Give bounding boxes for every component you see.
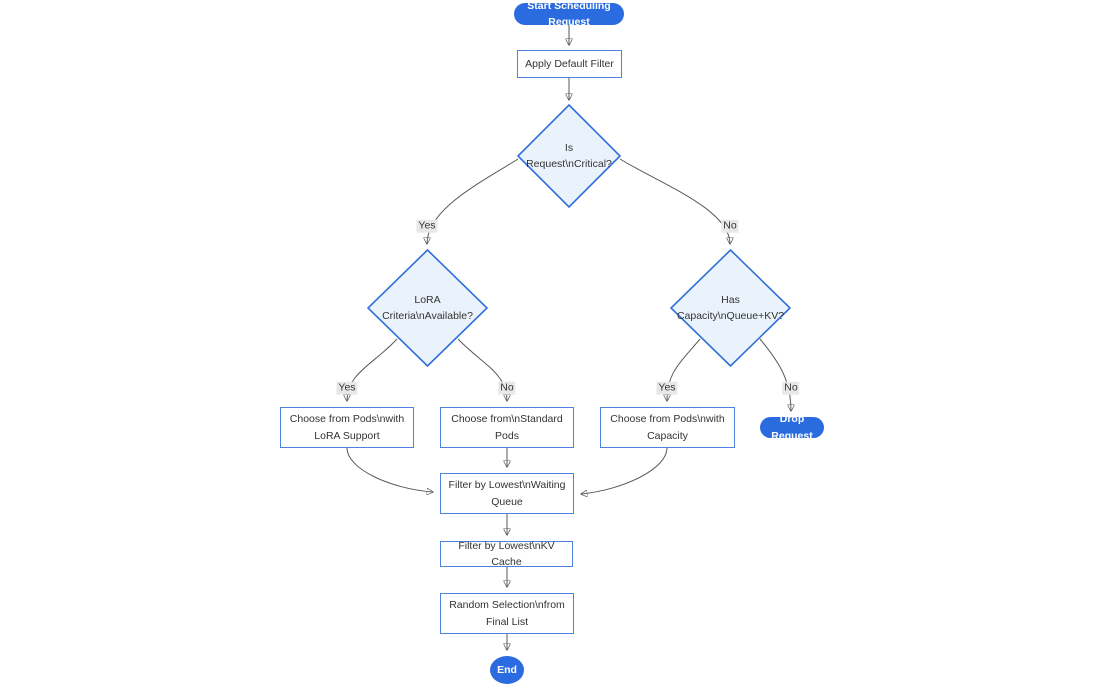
- edge-capacitypods-to-filterqueue: [581, 447, 668, 494]
- diamond-shape: [367, 249, 488, 367]
- end-node: End: [490, 656, 524, 684]
- random-selection-label: Random Selection\nfrom Final List: [449, 599, 565, 628]
- start-node-label: Start Scheduling Request: [527, 0, 611, 28]
- filter-waiting-queue-node: Filter by Lowest\nWaiting Queue: [440, 473, 574, 514]
- lora-criteria-label: LoRA Criteria\nAvailable?: [382, 293, 473, 322]
- edge-label-critical-yes: Yes: [416, 219, 438, 233]
- edge-label-capacity-no: No: [782, 381, 800, 395]
- edge-lorapods-to-filterqueue: [346, 447, 433, 492]
- diamond-shape: [517, 104, 621, 208]
- edge-label-critical-no: No: [721, 219, 739, 233]
- diamond-shape: [670, 249, 791, 367]
- edge-critical-no: [619, 158, 730, 244]
- choose-capacity-pods-label: Choose from Pods\nwith Capacity: [610, 413, 725, 442]
- choose-standard-pods-label: Choose from\nStandard Pods: [451, 413, 563, 442]
- filter-kv-cache-label: Filter by Lowest\nKV Cache: [458, 539, 555, 568]
- edge-label-lora-no: No: [498, 381, 516, 395]
- is-request-critical-decision: Is Request\nCritical?: [517, 104, 621, 208]
- choose-lora-pods-label: Choose from Pods\nwith LoRA Support: [289, 413, 405, 442]
- edge-critical-yes: [427, 158, 519, 244]
- has-capacity-decision: Has Capacity\nQueue+KV?: [670, 249, 791, 367]
- edge-label-capacity-yes: Yes: [656, 381, 678, 395]
- choose-standard-pods-node: Choose from\nStandard Pods: [440, 407, 574, 448]
- apply-default-filter-label: Apply Default Filter: [525, 57, 614, 70]
- lora-criteria-decision: LoRA Criteria\nAvailable?: [367, 249, 488, 367]
- start-node: Start Scheduling Request: [514, 0, 624, 28]
- choose-lora-pods-node: Choose from Pods\nwith LoRA Support: [280, 407, 414, 448]
- filter-waiting-queue-label: Filter by Lowest\nWaiting Queue: [448, 479, 566, 508]
- choose-capacity-pods-node: Choose from Pods\nwith Capacity: [600, 407, 735, 448]
- edge-capacity-no: [759, 338, 791, 411]
- apply-default-filter-node: Apply Default Filter: [517, 50, 622, 78]
- drop-request-label: Drop Request: [771, 413, 813, 442]
- filter-kv-cache-node: Filter by Lowest\nKV Cache: [440, 540, 573, 568]
- drop-request-node: Drop Request: [760, 413, 824, 442]
- is-request-critical-label: Is Request\nCritical?: [526, 141, 612, 170]
- edge-label-lora-yes: Yes: [336, 381, 358, 395]
- end-node-label: End: [497, 663, 517, 676]
- has-capacity-label: Has Capacity\nQueue+KV?: [676, 293, 785, 322]
- random-selection-node: Random Selection\nfrom Final List: [440, 593, 574, 634]
